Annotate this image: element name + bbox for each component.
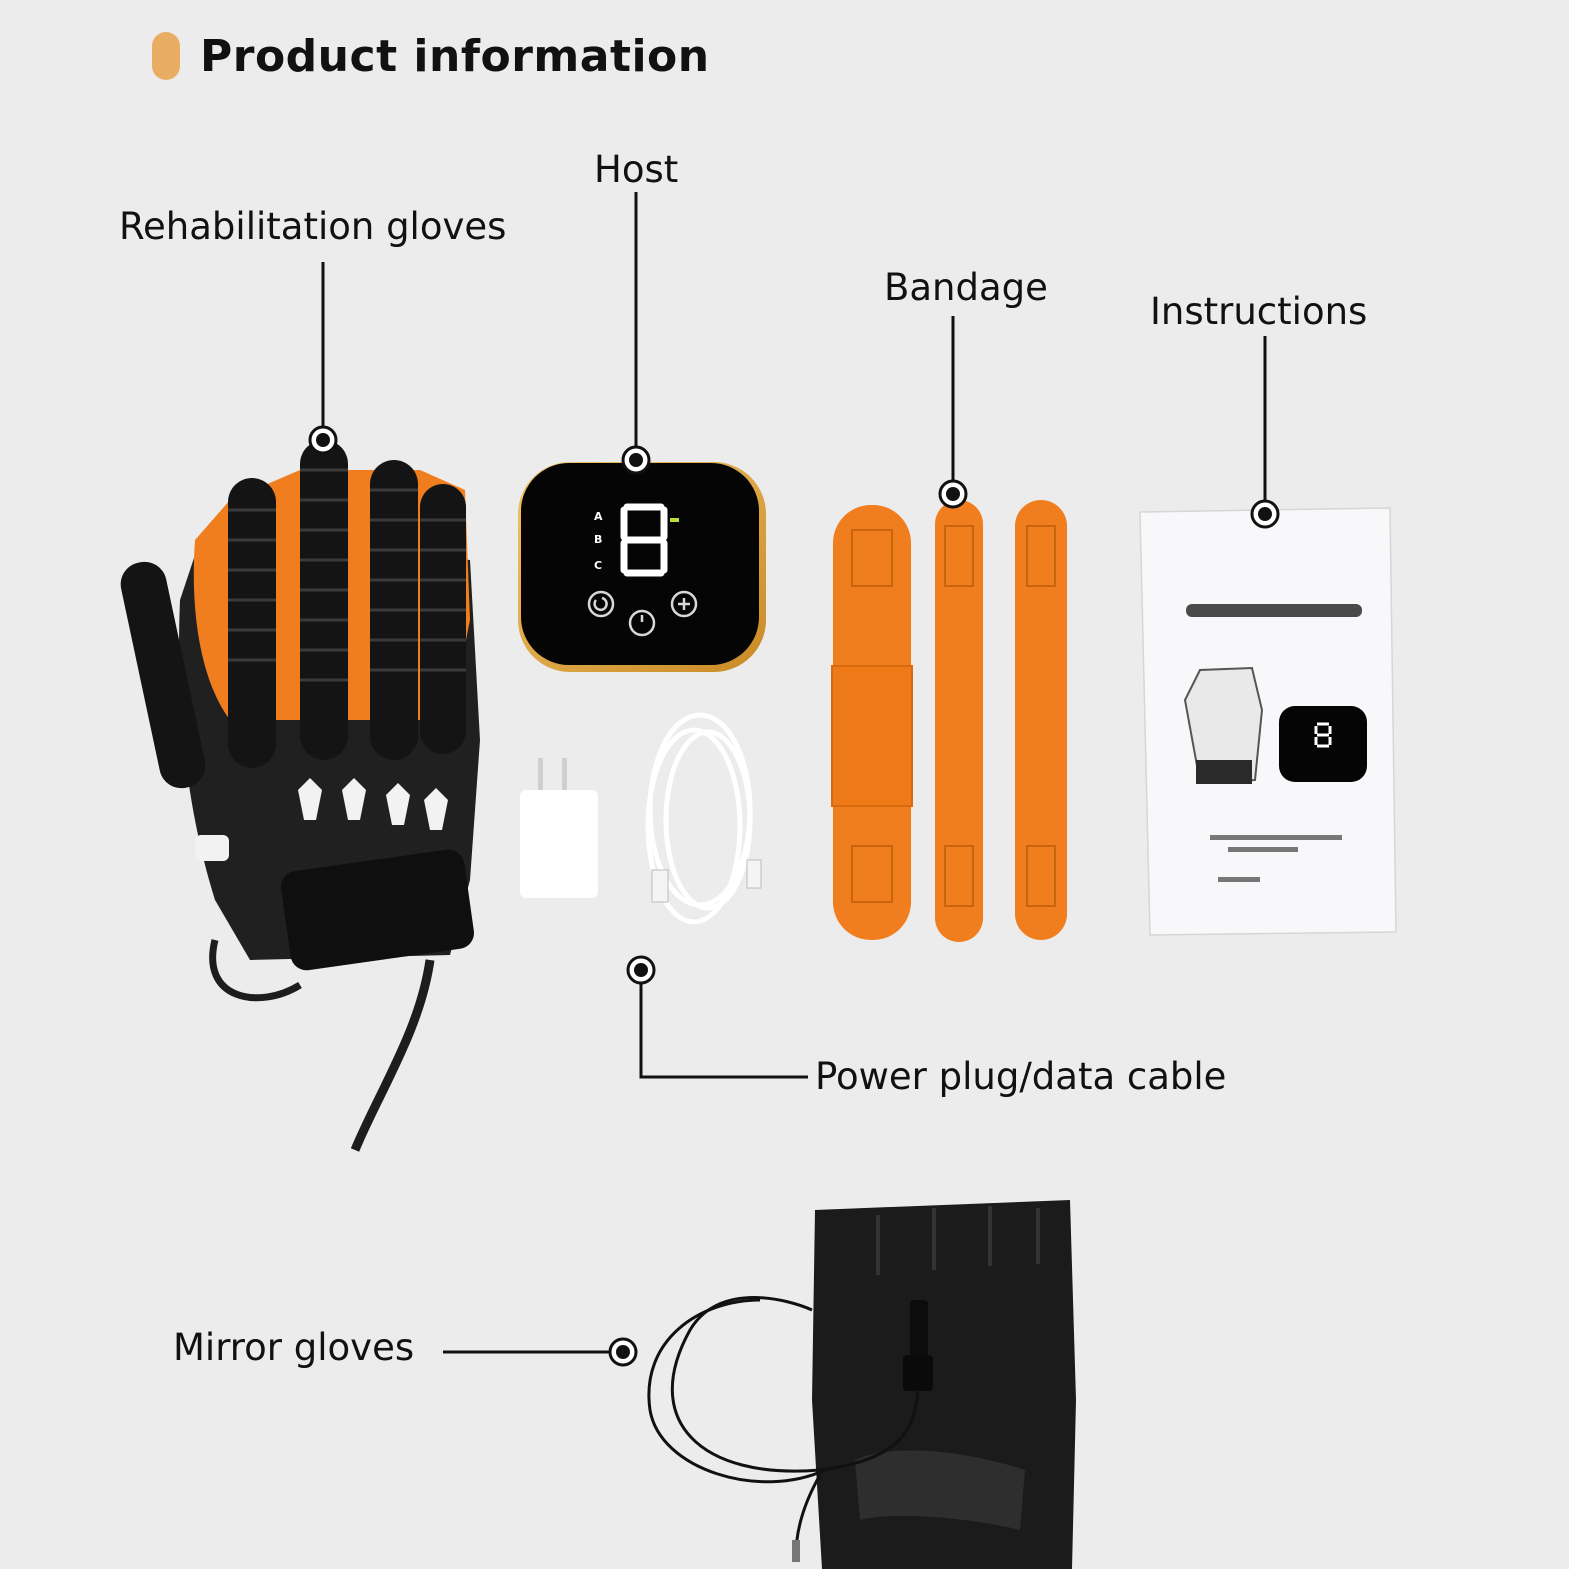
label-mirror-gloves: Mirror gloves xyxy=(173,1326,415,1369)
callout-dot-icon xyxy=(938,479,968,509)
leader-lines xyxy=(321,192,1267,1354)
instructions-booklet-photo xyxy=(1139,507,1397,936)
bandage-straps-photo xyxy=(831,500,1067,942)
callout-dot-icon xyxy=(626,955,656,985)
callout-dot-icon xyxy=(608,1337,638,1367)
label-power-plug-data-cable: Power plug/data cable xyxy=(815,1055,1227,1098)
label-rehabilitation-gloves: Rehabilitation gloves xyxy=(119,205,507,248)
host-mode-c: C xyxy=(594,559,602,572)
host-mode-b: B xyxy=(594,533,602,546)
callout-dot-icon xyxy=(308,425,338,455)
mirror-glove-photo xyxy=(647,1200,1076,1569)
title-bar: Product information xyxy=(152,28,710,84)
callout-dot-icon xyxy=(1250,499,1280,529)
host-device-photo xyxy=(518,462,766,672)
power-adapter-photo xyxy=(520,758,598,898)
label-instructions: Instructions xyxy=(1150,290,1368,333)
label-bandage: Bandage xyxy=(884,266,1048,309)
host-mode-a: A xyxy=(594,510,603,523)
rehabilitation-glove-photo xyxy=(120,440,480,1152)
page-title: Product information xyxy=(200,30,710,82)
leader-dots xyxy=(308,425,1280,1367)
callout-dot-icon xyxy=(621,445,651,475)
label-host: Host xyxy=(594,148,679,191)
data-cable-photo xyxy=(645,712,762,925)
title-accent-icon xyxy=(152,32,180,80)
